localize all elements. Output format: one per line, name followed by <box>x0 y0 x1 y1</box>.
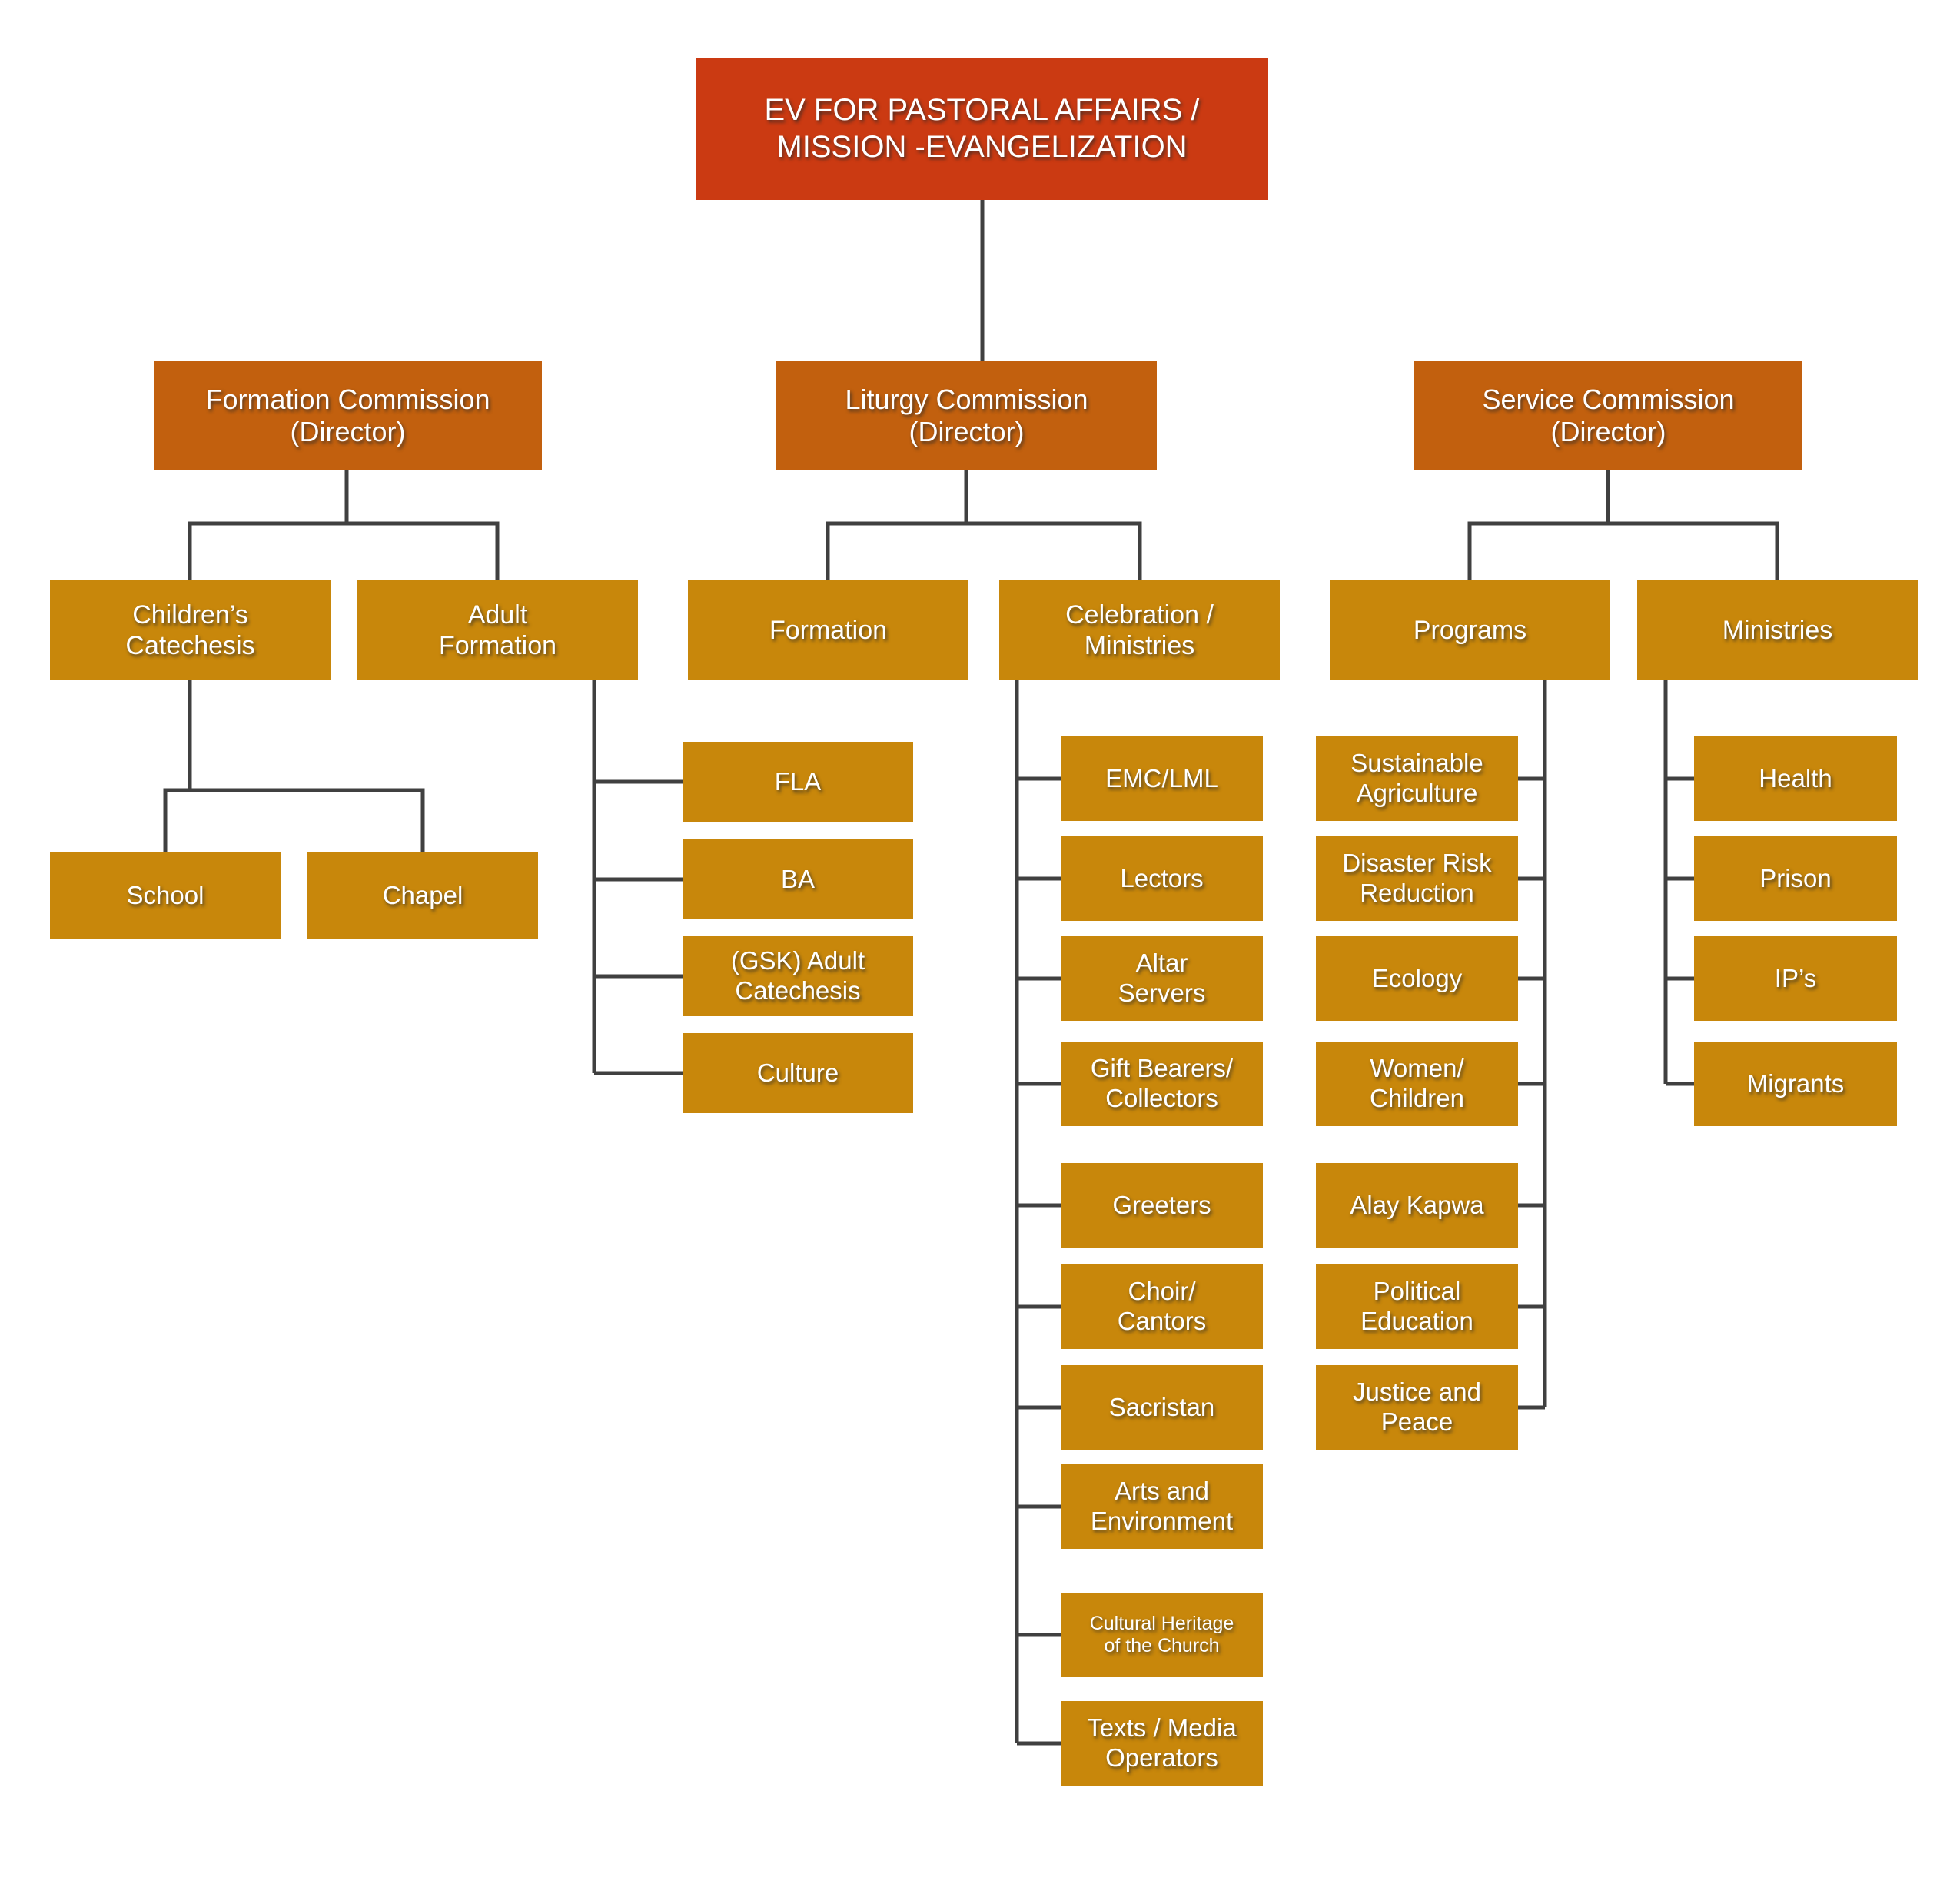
node-ba: BA <box>683 839 913 919</box>
connector-programs <box>1518 680 1547 1410</box>
node-texts-media-operators: Texts / Media Operators <box>1061 1701 1263 1786</box>
node-service-commission: Service Commission (Director) <box>1414 361 1802 470</box>
node-ev-for-pastoral-affairs: EV FOR PASTORAL AFFAIRS / MISSION -EVANG… <box>696 58 1268 200</box>
node-cultural-heritage: Cultural Heritage of the Church <box>1061 1593 1263 1677</box>
node-women-children: Women/ Children <box>1316 1042 1518 1126</box>
connector-ministries <box>1663 680 1694 1086</box>
node-disaster-risk-reduction: Disaster Risk Reduction <box>1316 836 1518 921</box>
connector-childrens-catechesis <box>163 680 425 852</box>
node-sustainable-agriculture: Sustainable Agriculture <box>1316 736 1518 821</box>
node-emc-lml: EMC/LML <box>1061 736 1263 821</box>
node-ecology: Ecology <box>1316 936 1518 1021</box>
node-health: Health <box>1694 736 1897 821</box>
node-political-education: Political Education <box>1316 1264 1518 1349</box>
node-choir-cantors: Choir/ Cantors <box>1061 1264 1263 1349</box>
node-alay-kapwa: Alay Kapwa <box>1316 1163 1518 1248</box>
connector-formation-commission <box>188 470 500 580</box>
node-formation-commission: Formation Commission (Director) <box>154 361 542 470</box>
node-programs: Programs <box>1330 580 1610 680</box>
node-migrants: Migrants <box>1694 1042 1897 1126</box>
connector-liturgy-commission <box>826 470 1142 580</box>
node-greeters: Greeters <box>1061 1163 1263 1248</box>
node-arts-and-environment: Arts and Environment <box>1061 1464 1263 1549</box>
node-chapel: Chapel <box>307 852 538 939</box>
node-gsk-adult-catechesis: (GSK) Adult Catechesis <box>683 936 913 1016</box>
node-ministries: Ministries <box>1637 580 1918 680</box>
node-sacristan: Sacristan <box>1061 1365 1263 1450</box>
node-childrens-catechesis: Children’s Catechesis <box>50 580 331 680</box>
node-school: School <box>50 852 281 939</box>
node-prison: Prison <box>1694 836 1897 921</box>
node-fla: FLA <box>683 742 913 822</box>
node-justice-and-peace: Justice and Peace <box>1316 1365 1518 1450</box>
node-culture: Culture <box>683 1033 913 1113</box>
node-adult-formation: Adult Formation <box>357 580 638 680</box>
node-altar-servers: Altar Servers <box>1061 936 1263 1021</box>
node-formation: Formation <box>688 580 968 680</box>
node-lectors: Lectors <box>1061 836 1263 921</box>
connector-service-commission <box>1467 470 1779 580</box>
node-celebration-ministries: Celebration / Ministries <box>999 580 1280 680</box>
node-ips: IP’s <box>1694 936 1897 1021</box>
connector-adult-formation <box>592 680 683 1075</box>
node-liturgy-commission: Liturgy Commission (Director) <box>776 361 1157 470</box>
connector-celebration-ministries <box>1015 680 1061 1746</box>
node-gift-bearers-collectors: Gift Bearers/ Collectors <box>1061 1042 1263 1126</box>
